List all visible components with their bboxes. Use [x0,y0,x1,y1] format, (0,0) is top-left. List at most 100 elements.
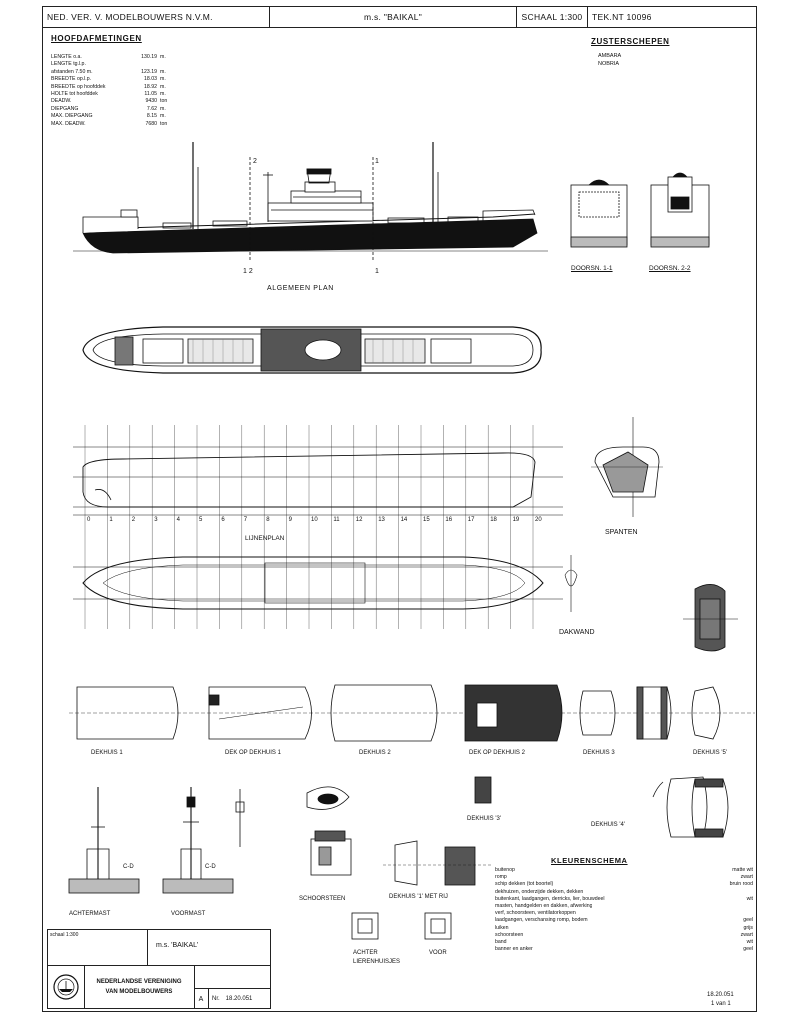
sheet-count: 1 van 1 [711,1001,731,1007]
svg-text:2: 2 [253,158,257,165]
deckhouse-3-label: DEKHUIS 3 [583,750,615,756]
cd-label-aft: C-D [123,864,134,870]
frames-body-plan [591,417,663,517]
frame-number: 7 [244,517,248,523]
dimension-unit: ton [160,120,168,127]
paint-item: schoorsteen [495,931,524,938]
funnel-drawings [306,786,352,876]
paint-item: band [495,939,507,946]
dimension-label: LENGTE o.a. [51,54,82,60]
drawings-canvas: 2 1 1 2 1 [68,142,755,940]
winch-houses [351,912,452,940]
frame-number: 16 [445,517,452,523]
frame-number: 11 [333,517,340,523]
frame-number: 9 [289,517,293,523]
dimension-value: 18.92 [144,83,157,90]
paint-row: buitenop matte wit [495,867,753,874]
sister-ships-title: ZUSTERSCHEPEN [591,37,670,46]
mast-drawings [68,787,245,894]
svg-text:1: 1 [375,268,379,275]
dimension-value: 130.19 [141,54,157,60]
main-dimensions-title: HOOFDAFMETINGEN [51,34,142,43]
deckhouse-5-label: DEKHUIS '5' [693,750,727,756]
title-block: schaal 1:300 m.s. 'BAIKAL' NEDERLANDSE V… [47,929,271,1009]
paint-color: bruin rood [729,881,753,888]
frames-label: SPANTEN [605,529,638,536]
frame-number: 8 [266,517,270,523]
paint-color: matte wit [732,867,753,873]
frame-number: 2 [132,517,136,523]
scale-label: schaal [50,932,65,938]
frame-number: 3 [154,517,158,523]
section-2-label: DOORSN. 2-2 [649,265,691,272]
winch-houses-label: LIERENHUISJES [353,959,401,965]
paint-row: buitenkant, laadgangen, derricks, lier, … [495,896,753,903]
svg-text:1: 1 [375,158,379,165]
deckhouse-plans [69,684,755,838]
header-org: NED. VER. V. MODELBOUWERS N.V.M. [43,7,270,27]
deck-plan [82,326,542,374]
general-plan-label: ALGEMEEN PLAN [267,285,334,292]
number-label: Nr. [212,996,220,1002]
dimension-unit: m. [160,113,166,120]
header-strip: NED. VER. V. MODELBOUWERS N.V.M. m.s. "B… [43,7,756,28]
frame-number: 12 [356,517,363,523]
paint-color: grijs [743,924,753,931]
dimension-label: afstanden 7.50 m. [51,68,93,75]
title-block-scale-cell: schaal 1:300 [48,930,148,966]
aft-mast-label: ACHTERMAST [69,911,111,917]
header-scale: SCHAAL 1:300 [517,7,588,27]
aft-label: ACHTER [353,950,378,956]
paint-item: schip dekken (tot boortel) [495,881,554,888]
sheet-number: 18.20.051 [707,992,734,998]
paint-row: dekhuizen, onderzijde dekken, dekken [495,889,753,896]
dimension-unit: m. [160,83,166,90]
dimension-label: DEADW. [51,98,72,105]
society-logo [48,966,85,1008]
dimension-label: DIEPGANG [51,105,79,112]
dimension-row: LENGTE tg.l.p. [51,61,174,68]
dimension-label: MAX. DIEPGANG [51,113,93,120]
drawing-sheet: NED. VER. V. MODELBOUWERS N.V.M. m.s. "B… [42,6,757,1012]
deckhouse-4-label: DEKHUIS '4' [591,822,625,828]
dimension-label: MAX. DEADW. [51,120,86,127]
dimension-unit: ton [160,98,168,105]
paint-item: verf, schoorsteen, ventilatorkoppen [495,910,576,917]
cd-label-fore: C-D [205,864,216,870]
society-seal-icon [53,974,79,1000]
society-name: NEDERLANDSE VERENIGING VAN MODELBOUWERS [84,966,195,1008]
deckhouse-1c-label: DEKHUIS '1' MET RIJ [389,894,448,900]
paint-row: schip dekken (tot boortel) bruin rood [495,881,753,888]
lines-plan-label: LIJNENPLAN [245,535,285,542]
section-drawings [570,172,710,248]
paint-item: buitenkant, laadgangen, derricks, lier, … [495,895,605,902]
frame-number: 5 [199,517,203,523]
paint-item: banner en anker [495,946,533,953]
section-1-label: DOORSN. 1-1 [571,265,613,272]
dimension-label: BREEDTE op.l.p. [51,76,92,83]
roof-deckhouse-2-label: DEK OP DEKHUIS 2 [469,750,525,756]
frame-number: 0 [87,517,91,523]
dimension-unit: m. [160,54,166,60]
dimension-unit: m. [160,76,166,83]
society-line-2: VAN MODELBOUWERS [105,989,173,995]
paint-item: buitenop [495,867,515,873]
dimension-label: BREEDTE op hoofddek [51,83,106,90]
deckhouse-1-row [383,840,493,886]
dimension-value: 123.19 [141,68,157,75]
frame-number: 15 [423,517,430,523]
frame-number: 17 [468,517,475,523]
svg-text:1 2: 1 2 [243,268,253,275]
